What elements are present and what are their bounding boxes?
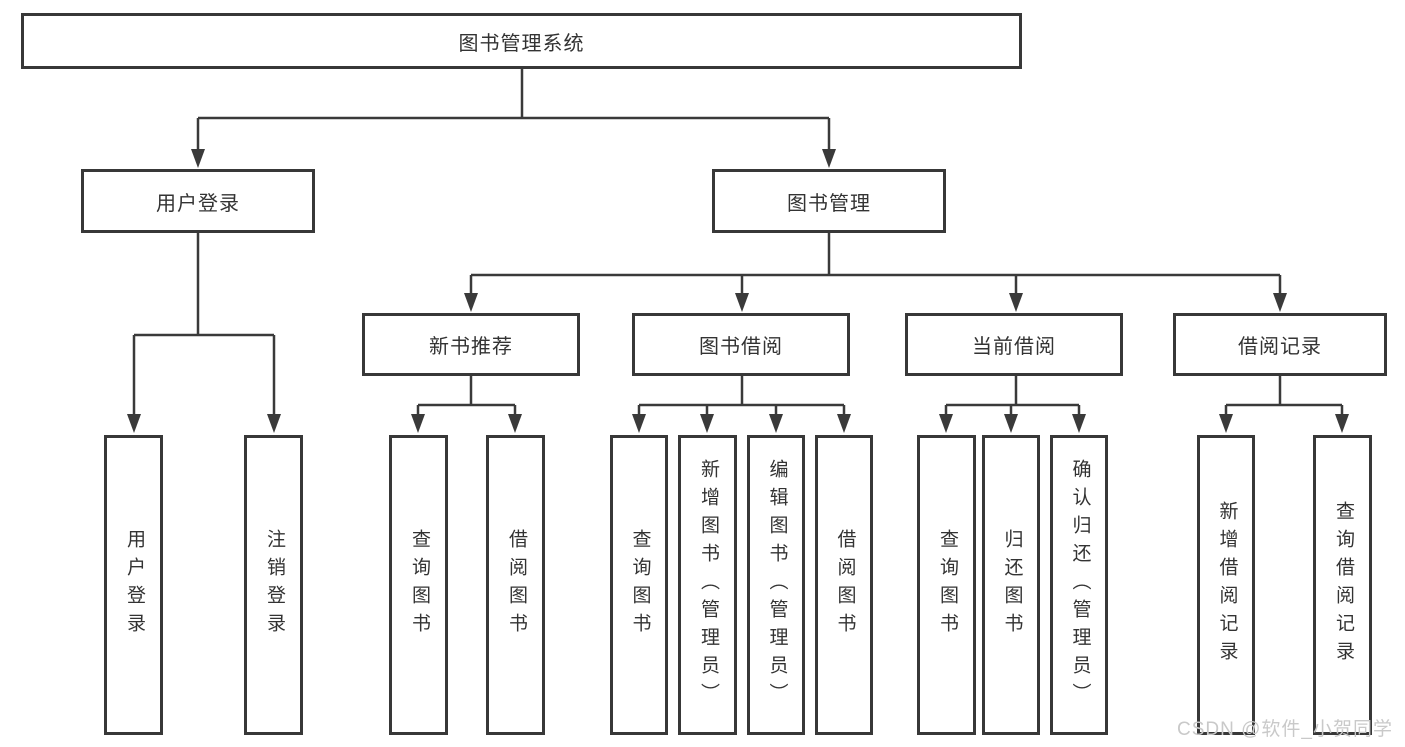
- node-book-borrow-label: 图书借阅: [699, 336, 783, 358]
- node-root-label: 图书管理系统: [458, 32, 585, 55]
- leaf-confirm-return-admin-label: 确认归还（管理员）: [1069, 459, 1091, 711]
- node-new-book-recommend-label: 新书推荐: [429, 336, 513, 358]
- leaf-logout-label: 注销登录: [263, 529, 285, 641]
- node-book-management: 图书管理: [712, 169, 946, 233]
- leaf-current-query-books: 查询图书: [917, 435, 976, 735]
- leaf-current-query-books-label: 查询图书: [936, 529, 958, 641]
- csdn-watermark: CSDN @软件_小贺同学: [1177, 719, 1393, 740]
- leaf-recommend-borrow-books: 借阅图书: [486, 435, 545, 735]
- leaf-logout: 注销登录: [244, 435, 303, 735]
- leaf-add-borrow-record: 新增借阅记录: [1197, 435, 1255, 735]
- leaf-borrow-books: 借阅图书: [815, 435, 873, 735]
- leaf-borrow-books-label: 借阅图书: [834, 529, 856, 641]
- leaf-edit-books-admin: 编辑图书（管理员）: [747, 435, 805, 735]
- leaf-borrow-query-books: 查询图书: [610, 435, 668, 735]
- node-current-borrow-label: 当前借阅: [972, 336, 1056, 358]
- node-borrow-records-label: 借阅记录: [1238, 336, 1322, 358]
- leaf-add-books-admin: 新增图书（管理员）: [678, 435, 737, 735]
- node-user-login-label: 用户登录: [156, 192, 240, 215]
- leaf-recommend-borrow-books-label: 借阅图书: [505, 529, 527, 641]
- node-book-management-label: 图书管理: [787, 192, 871, 215]
- leaf-query-borrow-record-label: 查询借阅记录: [1332, 501, 1354, 669]
- node-new-book-recommend: 新书推荐: [362, 313, 580, 376]
- leaf-return-books-label: 归还图书: [1001, 529, 1023, 641]
- leaf-user-login: 用户登录: [104, 435, 163, 735]
- leaf-edit-books-admin-label: 编辑图书（管理员）: [766, 459, 788, 711]
- leaf-recommend-query-books: 查询图书: [389, 435, 448, 735]
- node-current-borrow: 当前借阅: [905, 313, 1123, 376]
- leaf-confirm-return-admin: 确认归还（管理员）: [1050, 435, 1108, 735]
- leaf-recommend-query-books-label: 查询图书: [408, 529, 430, 641]
- leaf-return-books: 归还图书: [982, 435, 1040, 735]
- node-root: 图书管理系统: [21, 13, 1022, 69]
- leaf-borrow-query-books-label: 查询图书: [629, 529, 651, 641]
- leaf-user-login-label: 用户登录: [123, 529, 145, 641]
- node-book-borrow: 图书借阅: [632, 313, 850, 376]
- leaf-query-borrow-record: 查询借阅记录: [1313, 435, 1372, 735]
- node-borrow-records: 借阅记录: [1173, 313, 1387, 376]
- node-user-login: 用户登录: [81, 169, 315, 233]
- leaf-add-books-admin-label: 新增图书（管理员）: [697, 459, 719, 711]
- leaf-add-borrow-record-label: 新增借阅记录: [1216, 501, 1238, 669]
